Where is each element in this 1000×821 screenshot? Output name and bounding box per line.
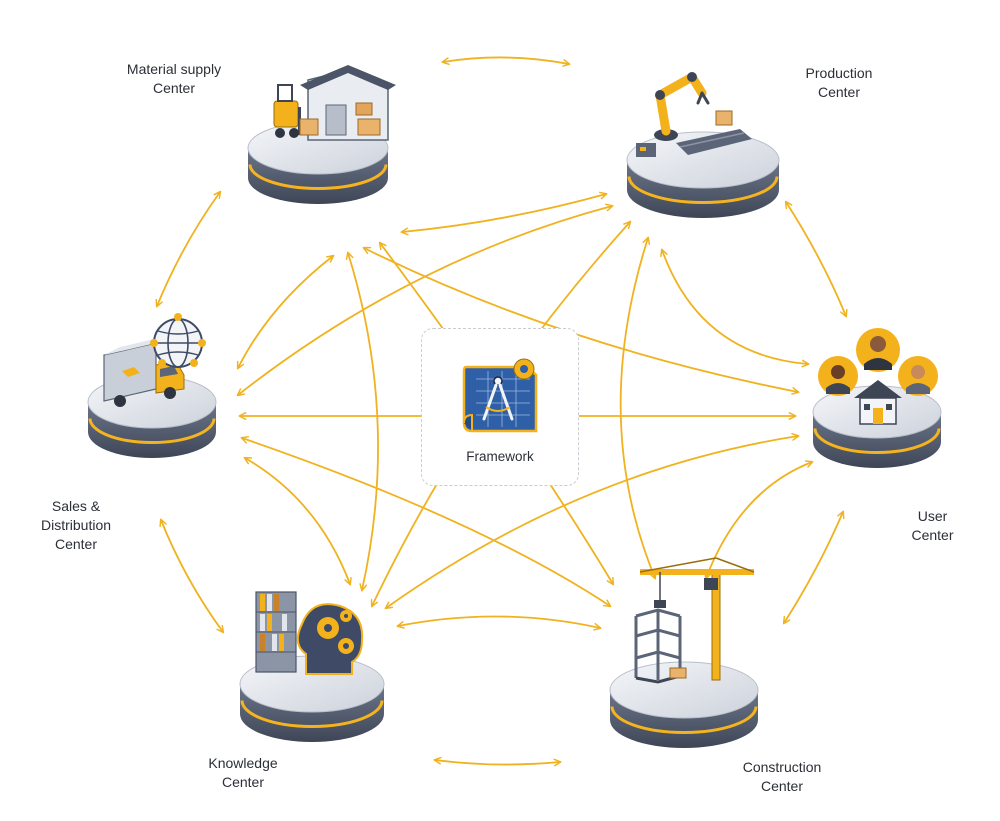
arrow-user-construction <box>782 510 845 625</box>
arrow-material-sales <box>155 190 222 308</box>
users-house-icon <box>818 328 938 425</box>
arrow-knowledge-construction <box>433 756 562 767</box>
bookshelf-brain-gears-icon <box>255 591 364 675</box>
platform-top <box>609 661 759 719</box>
forklift-warehouse-icon <box>273 65 396 141</box>
arrow-user-knowledge <box>384 432 800 610</box>
platform-glow-ring <box>610 706 758 734</box>
label-knowledge-center: Knowledge Center <box>208 755 278 790</box>
platform-glow-ring <box>627 176 779 204</box>
arrow-knowledge-construction-inner <box>396 615 602 631</box>
arrow-production-construction <box>619 236 657 580</box>
framework-label: Framework <box>466 449 534 464</box>
arrow-material-production <box>441 56 571 67</box>
arrow-production-user-inner <box>660 248 810 368</box>
arrow-material-framework-production <box>400 191 608 236</box>
label-material-supply-center: Material supply Center <box>126 61 222 96</box>
label-user-center: User Center <box>911 508 954 543</box>
arrow-sales-knowledge-inner <box>243 456 352 586</box>
label-sales-distribution-center: Sales & Distribution Center <box>40 498 112 552</box>
arrow-sales-knowledge <box>159 518 225 634</box>
platform-glow-ring <box>88 418 216 444</box>
platform-glow-ring <box>813 428 941 454</box>
platform-construction <box>609 661 759 748</box>
label-production-center: Production Center <box>805 65 873 100</box>
platform-glow-ring <box>240 700 384 728</box>
platform-production <box>626 131 780 218</box>
tower-crane-building-icon <box>634 557 755 684</box>
framework-box: Framework <box>421 328 579 486</box>
arrow-material-sales-inner <box>236 254 335 370</box>
blueprint-compass-gear-icon <box>462 358 538 433</box>
robotic-arm-conveyor-icon <box>636 72 752 157</box>
arrow-production-user <box>784 200 848 318</box>
platform-glow-ring <box>248 164 388 190</box>
delivery-truck-globe-icon <box>103 313 206 407</box>
platform-top <box>626 131 780 189</box>
label-construction-center: Construction Center <box>742 759 822 794</box>
